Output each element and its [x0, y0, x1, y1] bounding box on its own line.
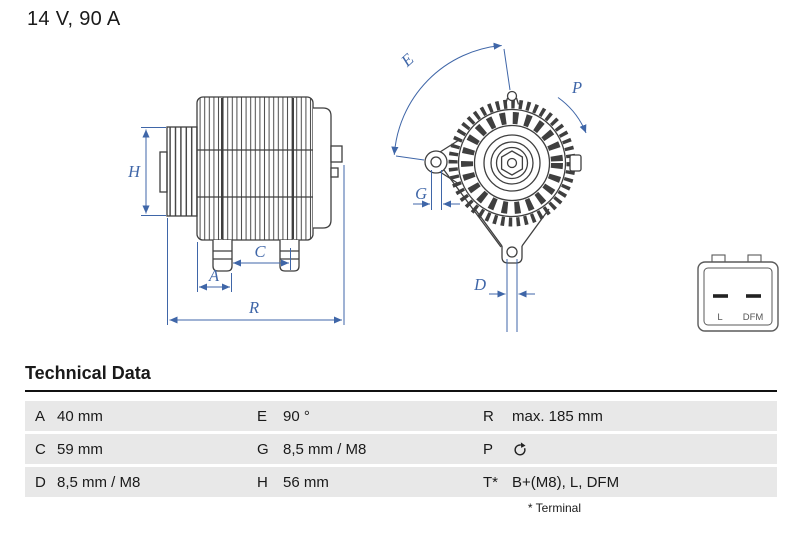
param-key: H: [257, 473, 268, 491]
front-view-dimension-lines: [391, 42, 587, 332]
param-value: 8,5 mm / M8: [283, 440, 367, 458]
dimension-label-c: C: [254, 242, 266, 261]
param-value: 90 °: [283, 407, 310, 425]
dimension-label-a: A: [208, 266, 220, 285]
table-row: D 8,5 mm / M8 H 56 mm T* B+(M8), L, DFM: [25, 467, 777, 497]
param-value: 8,5 mm / M8: [57, 473, 141, 491]
param-value: B+(M8), L, DFM: [512, 473, 620, 491]
rotation-direction-icon: [514, 441, 526, 455]
product-rating: 14 V, 90 A: [27, 8, 121, 30]
param-key: R: [483, 407, 494, 425]
technical-drawing: H A C R E P G D L DFM: [127, 42, 779, 332]
connector-diagram: L DFM: [697, 254, 779, 332]
section-title: Technical Data: [25, 363, 777, 392]
param-value: 59 mm: [57, 440, 103, 458]
param-key: D: [35, 473, 46, 491]
param-key: G: [257, 440, 269, 458]
alternator-side-view: [159, 96, 343, 272]
side-view-dimension-lines: [141, 127, 345, 325]
param-value: 40 mm: [57, 407, 103, 425]
param-key: P: [483, 440, 494, 458]
param-value: 56 mm: [283, 473, 329, 491]
dimension-label-p: P: [571, 78, 582, 97]
dimension-label-g: G: [415, 184, 427, 203]
connector-pin-label-dfm: DFM: [743, 312, 764, 323]
alternator-front-view: [424, 90, 582, 264]
param-key: A: [35, 407, 46, 425]
dimension-label-d: D: [473, 275, 486, 294]
dimension-label-h: H: [127, 162, 141, 181]
technical-data-section: Technical Data A 40 mm E 90 ° R max. 185…: [25, 363, 777, 500]
param-value: max. 185 mm: [512, 407, 603, 425]
param-value: [512, 441, 777, 458]
table-row: C 59 mm G 8,5 mm / M8 P: [25, 434, 777, 464]
param-key: C: [35, 440, 46, 458]
terminal-footnote: * Terminal: [527, 501, 581, 515]
param-key: T*: [483, 473, 498, 491]
dimension-label-e: E: [396, 49, 417, 71]
param-key: E: [257, 407, 268, 425]
connector-pin-label-l: L: [717, 312, 722, 323]
dimension-label-r: R: [248, 298, 259, 317]
table-row: A 40 mm E 90 ° R max. 185 mm: [25, 401, 777, 431]
